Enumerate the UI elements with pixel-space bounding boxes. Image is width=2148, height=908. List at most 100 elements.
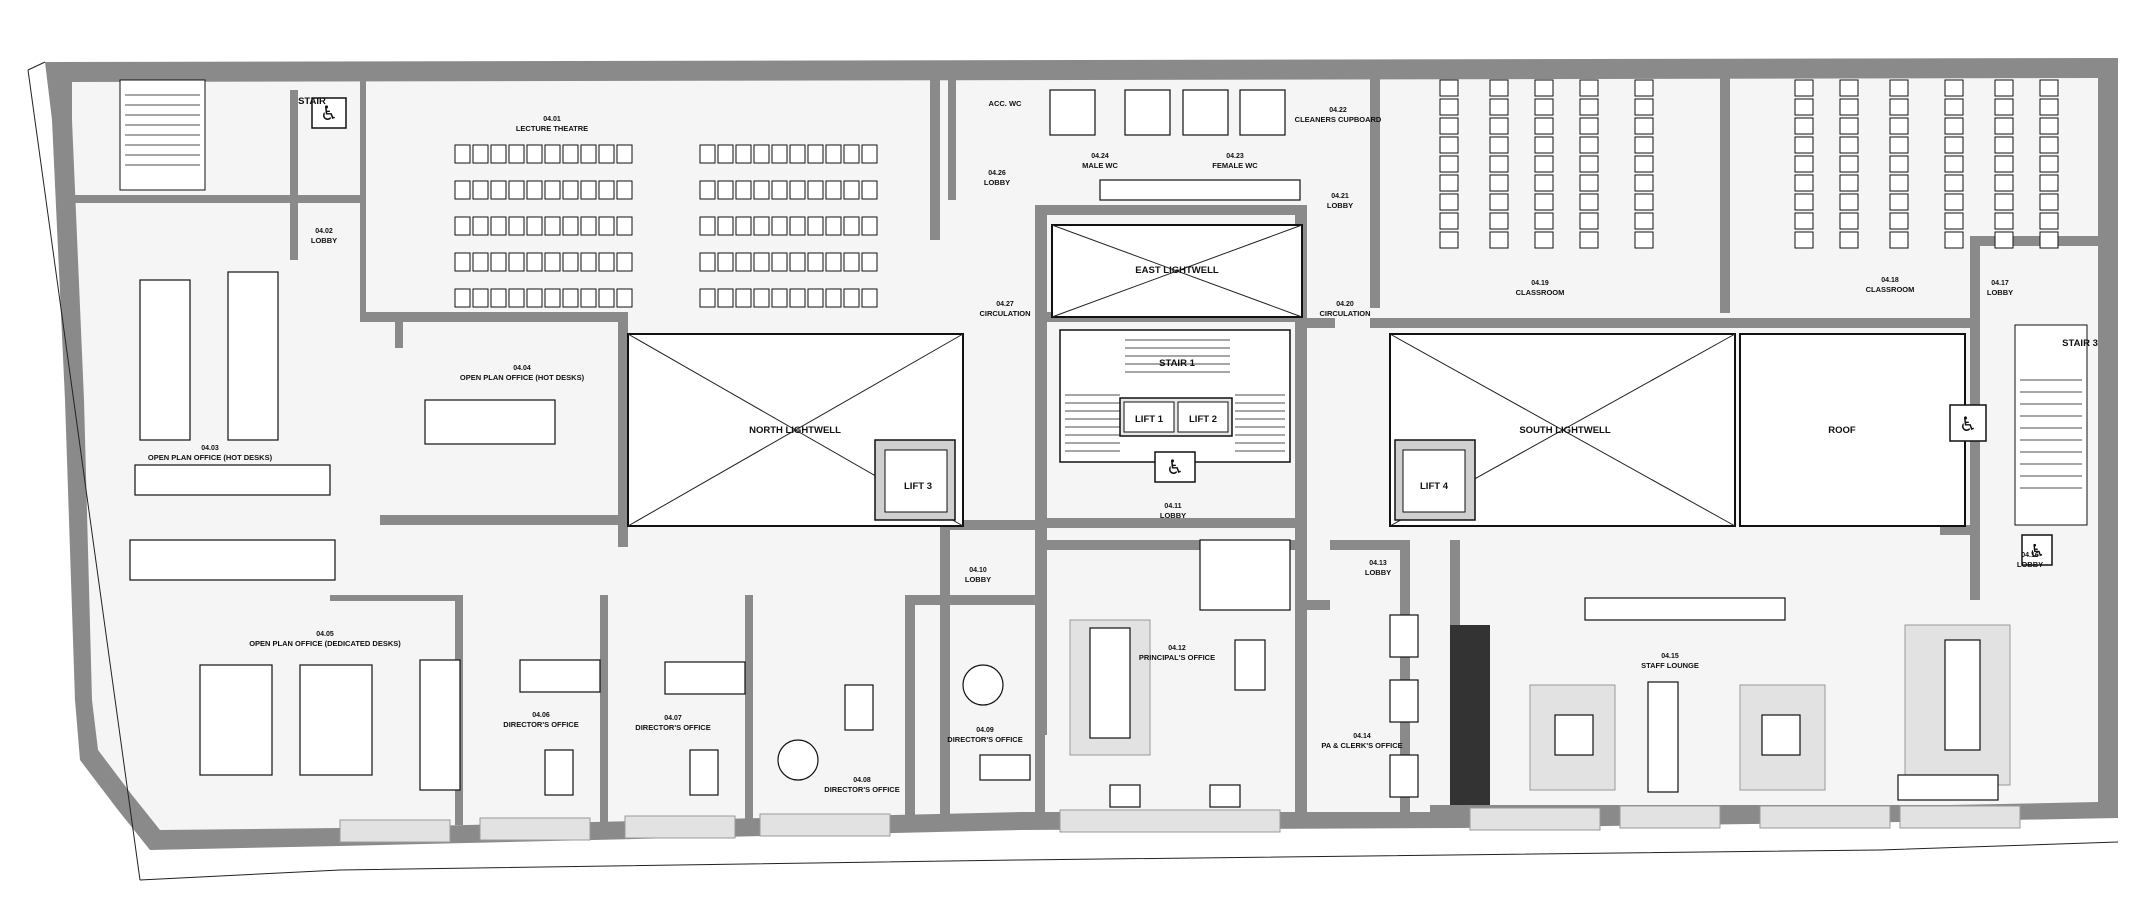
seat bbox=[771, 180, 788, 200]
seat bbox=[1489, 117, 1509, 135]
wc-fixtures bbox=[1049, 89, 1301, 201]
seat bbox=[1579, 136, 1599, 154]
room-name-lobby-04-13: LOBBY bbox=[1365, 568, 1391, 577]
seat bbox=[1489, 174, 1509, 192]
room-number-04-26: 04.26 bbox=[988, 170, 1006, 177]
svg-text:♿: ♿ bbox=[1166, 455, 1184, 479]
seat bbox=[562, 288, 579, 308]
room-name-circulation-04-20: CIRCULATION bbox=[1319, 309, 1370, 318]
room-name-cleaners-cupboard: CLEANERS CUPBOARD bbox=[1295, 115, 1382, 124]
stair-2 bbox=[119, 79, 347, 191]
seat bbox=[2039, 155, 2059, 173]
seat bbox=[526, 216, 543, 236]
seat bbox=[699, 252, 716, 272]
seat bbox=[735, 180, 752, 200]
seat bbox=[454, 216, 471, 236]
seat bbox=[1889, 79, 1909, 97]
seat bbox=[1534, 231, 1554, 249]
seat bbox=[526, 288, 543, 308]
seat bbox=[526, 144, 543, 164]
room-name-lecture-theatre: LECTURE THEATRE bbox=[516, 124, 588, 133]
room-name-lobby-04-17: LOBBY bbox=[1987, 288, 2013, 297]
seat bbox=[1944, 174, 1964, 192]
seat bbox=[490, 216, 507, 236]
room-name-pa-clerks-office: PA & CLERK'S OFFICE bbox=[1321, 741, 1402, 750]
roof-area bbox=[1739, 333, 1966, 527]
seat bbox=[1634, 98, 1654, 116]
seat bbox=[1889, 117, 1909, 135]
seat bbox=[1889, 98, 1909, 116]
seat bbox=[1794, 117, 1814, 135]
seat bbox=[544, 216, 561, 236]
seat bbox=[807, 216, 824, 236]
seat bbox=[753, 144, 770, 164]
seat bbox=[807, 180, 824, 200]
seat bbox=[1839, 231, 1859, 249]
seat bbox=[472, 180, 489, 200]
room-name-04-04: OPEN PLAN OFFICE (HOT DESKS) bbox=[460, 373, 585, 382]
label-lift-1: LIFT 1 bbox=[1135, 414, 1164, 425]
room-name-principals-office: PRINCIPAL'S OFFICE bbox=[1139, 653, 1215, 662]
room-name-classroom-04-19: CLASSROOM bbox=[1516, 288, 1565, 297]
room-number-04-01: 04.01 bbox=[543, 116, 561, 123]
seat bbox=[771, 252, 788, 272]
seat bbox=[508, 144, 525, 164]
seat bbox=[1534, 155, 1554, 173]
seat bbox=[580, 144, 597, 164]
room-number-04-02: 04.02 bbox=[315, 228, 333, 235]
seat bbox=[616, 288, 633, 308]
seat bbox=[771, 216, 788, 236]
seat bbox=[472, 216, 489, 236]
seat bbox=[1944, 155, 1964, 173]
room-name-04-06: DIRECTOR'S OFFICE bbox=[503, 720, 578, 729]
seat bbox=[789, 144, 806, 164]
window-bays bbox=[339, 805, 2021, 843]
seat bbox=[1534, 136, 1554, 154]
room-number-04-16: 04.16 bbox=[2021, 552, 2039, 559]
seat bbox=[1994, 98, 2014, 116]
label-lift-2: LIFT 2 bbox=[1189, 414, 1217, 425]
room-number-04-08: 04.08 bbox=[853, 777, 871, 784]
seat bbox=[843, 180, 860, 200]
seat bbox=[1439, 155, 1459, 173]
seat bbox=[1534, 79, 1554, 97]
label-south-lightwell: SOUTH LIGHTWELL bbox=[1519, 425, 1610, 436]
seat bbox=[1439, 136, 1459, 154]
seat bbox=[508, 288, 525, 308]
label-stair-1: STAIR 1 bbox=[1159, 358, 1195, 369]
seat bbox=[1794, 212, 1814, 230]
seat bbox=[2039, 117, 2059, 135]
seat bbox=[1634, 193, 1654, 211]
seat bbox=[771, 144, 788, 164]
seat bbox=[1634, 231, 1654, 249]
seat bbox=[1839, 193, 1859, 211]
seat bbox=[1439, 212, 1459, 230]
svg-text:♿: ♿ bbox=[1959, 412, 1977, 436]
seat bbox=[861, 252, 878, 272]
seat bbox=[490, 180, 507, 200]
room-number-04-21: 04.21 bbox=[1331, 193, 1349, 200]
seat bbox=[1889, 136, 1909, 154]
seat bbox=[843, 252, 860, 272]
lecture-seating bbox=[454, 144, 878, 308]
seat bbox=[562, 252, 579, 272]
seat bbox=[1794, 136, 1814, 154]
label-lift-4: LIFT 4 bbox=[1420, 481, 1449, 492]
seat bbox=[544, 144, 561, 164]
seat bbox=[454, 252, 471, 272]
seat bbox=[1994, 193, 2014, 211]
seat bbox=[1534, 117, 1554, 135]
seat bbox=[1579, 155, 1599, 173]
seat bbox=[562, 216, 579, 236]
seat bbox=[825, 180, 842, 200]
seat bbox=[843, 288, 860, 308]
room-number-04-12: 04.12 bbox=[1168, 645, 1186, 652]
seat bbox=[1439, 117, 1459, 135]
room-number-04-05: 04.05 bbox=[316, 631, 334, 638]
seat bbox=[1579, 98, 1599, 116]
seat bbox=[1794, 98, 1814, 116]
seat bbox=[1794, 155, 1814, 173]
seat bbox=[526, 252, 543, 272]
seat bbox=[1489, 193, 1509, 211]
